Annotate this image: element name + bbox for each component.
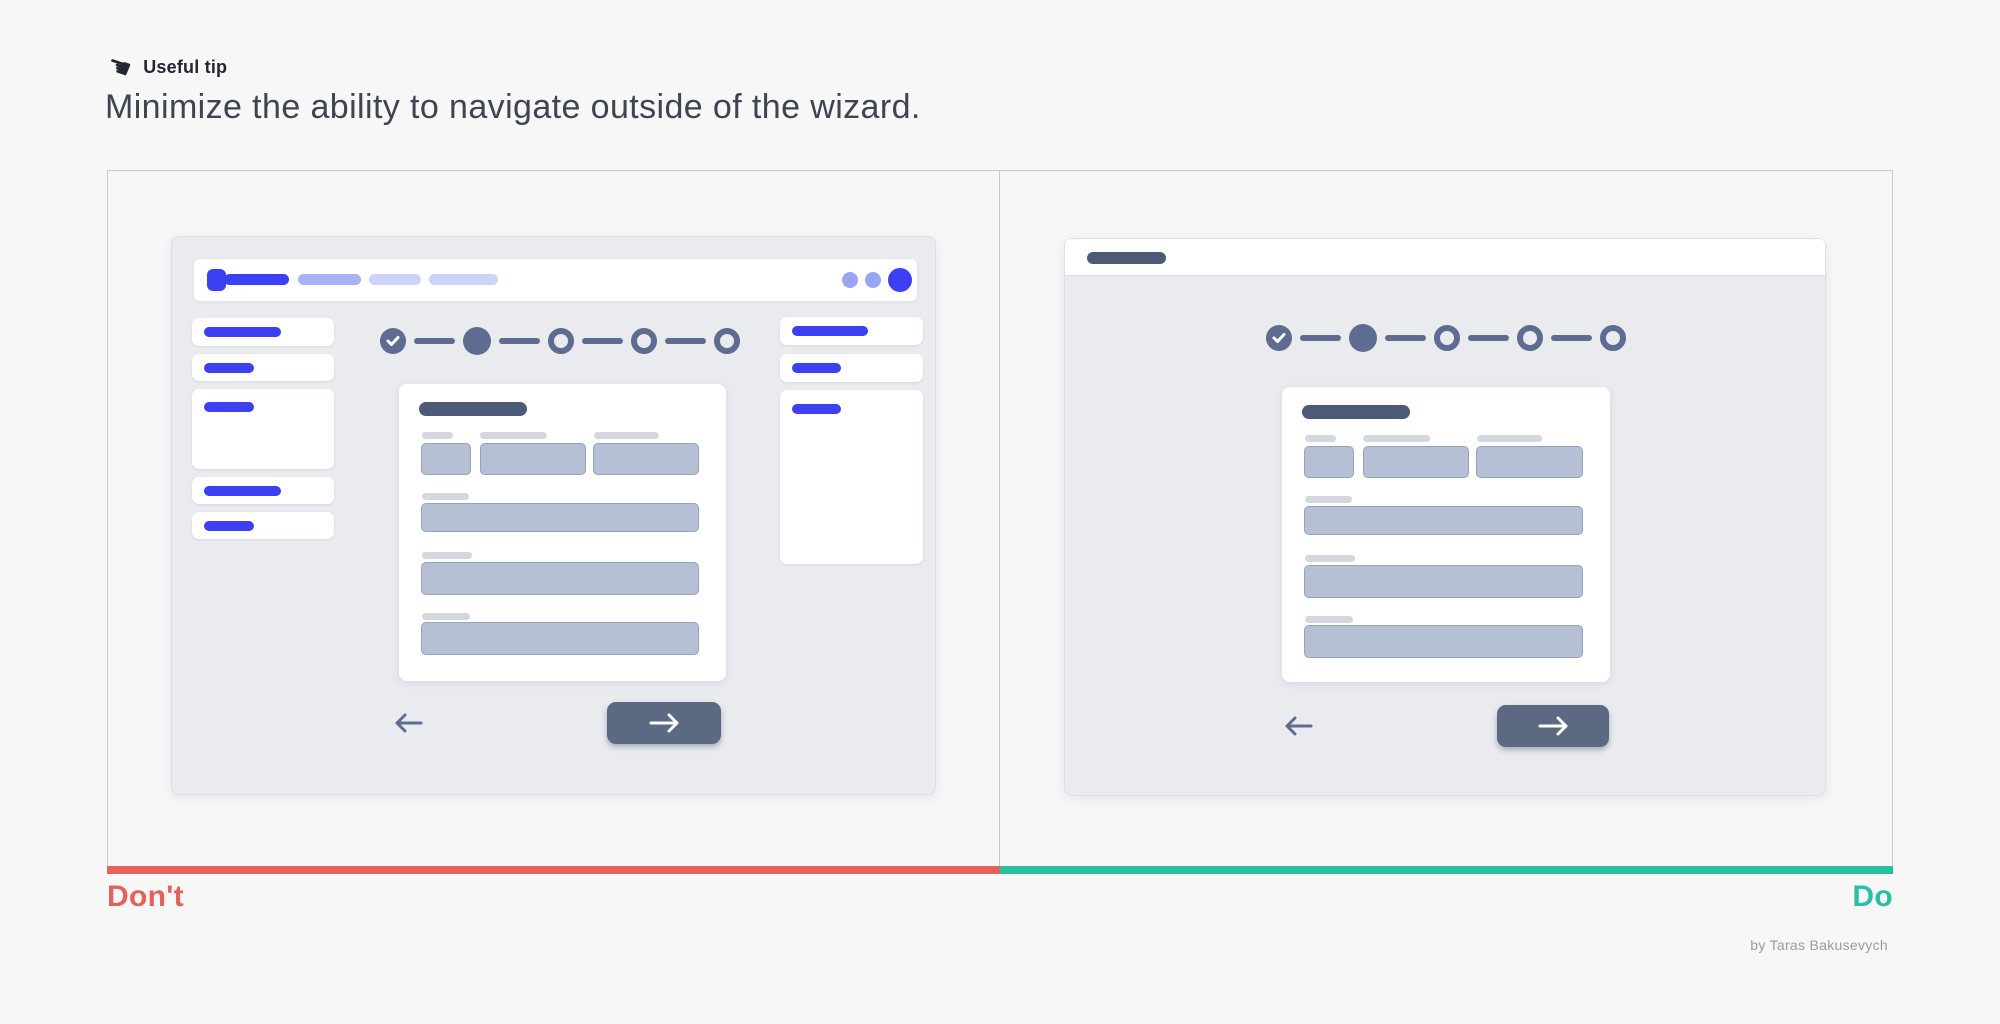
field-input-skeleton[interactable] — [1476, 446, 1583, 478]
step-upcoming[interactable] — [1434, 325, 1460, 351]
form-title-skeleton — [419, 402, 527, 416]
step-connector — [665, 338, 706, 344]
field-label-skeleton — [422, 613, 470, 620]
dont-panel — [107, 170, 1000, 867]
step-connector — [1385, 335, 1426, 341]
avatar[interactable] — [888, 268, 912, 292]
left-sidebar-card[interactable] — [192, 318, 334, 346]
do-label: Do — [1852, 880, 1893, 913]
step-current[interactable] — [1349, 324, 1377, 352]
link-skeleton — [204, 521, 254, 531]
right-sidebar-card[interactable] — [780, 354, 923, 382]
field-input-skeleton[interactable] — [1304, 625, 1583, 658]
field-input-skeleton[interactable] — [1304, 506, 1583, 535]
step-upcoming[interactable] — [1517, 325, 1543, 351]
wizard-titlebar — [1065, 239, 1825, 276]
page-title: Minimize the ability to navigate outside… — [105, 88, 921, 126]
field-label-skeleton — [594, 432, 659, 439]
wizard-stepper — [380, 327, 740, 355]
step-complete[interactable] — [1266, 325, 1292, 351]
check-icon — [386, 336, 400, 346]
field-input-skeleton[interactable] — [480, 443, 586, 475]
link-skeleton — [792, 326, 868, 336]
field-input-skeleton[interactable] — [1304, 565, 1583, 598]
do-mockup — [1064, 238, 1826, 796]
field-input-skeleton[interactable] — [421, 443, 471, 475]
app-topbar — [194, 259, 917, 301]
topbar-dot-icon[interactable] — [865, 272, 881, 288]
step-connector — [1551, 335, 1592, 341]
tip-row: ☚ Useful tip — [103, 49, 228, 86]
field-label-skeleton — [1305, 616, 1353, 623]
link-skeleton — [204, 402, 254, 412]
link-skeleton — [204, 327, 281, 337]
form-title-skeleton — [1302, 405, 1410, 419]
dont-label: Don't — [107, 880, 184, 913]
left-sidebar-card[interactable] — [192, 477, 334, 504]
topbar-dot-icon[interactable] — [842, 272, 858, 288]
step-upcoming[interactable] — [714, 328, 740, 354]
step-upcoming[interactable] — [548, 328, 574, 354]
back-button[interactable] — [1281, 711, 1315, 741]
right-sidebar-card[interactable] — [780, 317, 923, 345]
back-button[interactable] — [391, 708, 425, 738]
step-complete[interactable] — [380, 328, 406, 354]
left-sidebar-card[interactable] — [192, 512, 334, 539]
link-skeleton — [204, 486, 281, 496]
field-label-skeleton — [422, 432, 453, 439]
tip-label: Useful tip — [143, 57, 228, 77]
arrow-left-icon — [395, 713, 423, 733]
left-sidebar-card[interactable] — [192, 354, 334, 381]
pointing-hand-icon: ☚ — [102, 49, 136, 86]
step-connector — [1468, 335, 1509, 341]
wizard-form-card — [399, 384, 726, 681]
step-connector — [414, 338, 455, 344]
comparison-container — [107, 170, 1893, 867]
field-input-skeleton[interactable] — [421, 562, 699, 595]
next-button[interactable] — [1497, 705, 1609, 747]
left-sidebar-card[interactable] — [192, 389, 334, 469]
field-label-skeleton — [422, 493, 469, 500]
field-label-skeleton — [480, 432, 547, 439]
field-label-skeleton — [422, 552, 472, 559]
step-connector — [1300, 335, 1341, 341]
arrow-right-icon — [1538, 716, 1568, 736]
field-label-skeleton — [1305, 496, 1352, 503]
field-input-skeleton[interactable] — [421, 503, 699, 532]
do-bar — [1000, 866, 1893, 874]
wizard-form-card — [1282, 387, 1610, 682]
attribution: by Taras Bakusevych — [1750, 937, 1888, 953]
next-button[interactable] — [607, 702, 721, 744]
step-upcoming[interactable] — [1600, 325, 1626, 351]
check-icon — [1272, 333, 1286, 343]
app-logo[interactable] — [207, 269, 226, 291]
link-skeleton — [792, 363, 841, 373]
dont-mockup — [171, 236, 936, 795]
nav-item-skeleton[interactable] — [369, 274, 421, 285]
field-input-skeleton[interactable] — [1363, 446, 1469, 478]
nav-item-active-skeleton[interactable] — [224, 274, 289, 285]
field-label-skeleton — [1305, 555, 1355, 562]
do-panel — [1000, 170, 1893, 867]
field-label-skeleton — [1477, 435, 1542, 442]
field-label-skeleton — [1363, 435, 1430, 442]
wizard-stepper — [1266, 324, 1626, 352]
arrow-left-icon — [1285, 716, 1313, 736]
step-upcoming[interactable] — [631, 328, 657, 354]
field-input-skeleton[interactable] — [1304, 446, 1354, 478]
field-label-skeleton — [1305, 435, 1336, 442]
wizard-title-skeleton — [1087, 252, 1166, 264]
step-connector — [499, 338, 540, 344]
step-current[interactable] — [463, 327, 491, 355]
nav-item-skeleton[interactable] — [429, 274, 498, 285]
field-input-skeleton[interactable] — [593, 443, 699, 475]
right-sidebar-card[interactable] — [780, 390, 923, 564]
link-skeleton — [792, 404, 841, 414]
step-connector — [582, 338, 623, 344]
nav-item-skeleton[interactable] — [298, 274, 361, 285]
field-input-skeleton[interactable] — [421, 622, 699, 655]
link-skeleton — [204, 363, 254, 373]
arrow-right-icon — [649, 713, 679, 733]
dont-bar — [107, 866, 1000, 874]
